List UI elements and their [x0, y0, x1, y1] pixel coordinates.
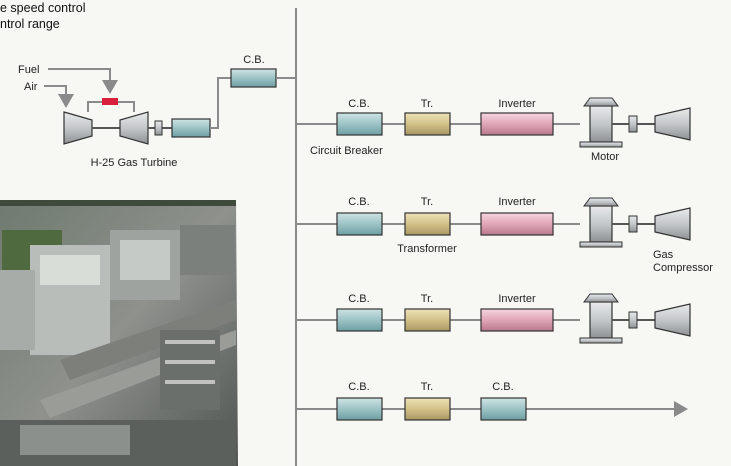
row1-transformer [405, 113, 450, 135]
compressor-caption-line-1: Gas [653, 249, 674, 261]
row2-inverter [481, 213, 553, 235]
motor-caption: Motor [591, 151, 619, 163]
transformer-caption: Transformer [397, 243, 457, 255]
row1-motor [580, 98, 690, 147]
row4-transformer [405, 398, 450, 420]
fuel-valve [102, 98, 118, 105]
row3-circuit-breaker [337, 309, 382, 331]
turbine-section: Fuel Air H-25 Gas Turbine C.B. [18, 54, 296, 169]
turbine-coupling [155, 121, 162, 135]
air-line [44, 86, 66, 106]
row1-tr-label: Tr. [421, 98, 433, 110]
row2-circuit-breaker [337, 213, 382, 235]
turbine-expander-shape [120, 112, 148, 144]
row2-motor [580, 198, 690, 247]
row3-motor [580, 294, 690, 343]
row1-inverter [481, 113, 553, 135]
row4-circuit-breaker-2 [481, 398, 526, 420]
compressor-caption-line-2: Compressor [653, 262, 713, 274]
row2-inverter-label: Inverter [498, 196, 536, 208]
feeder-row-4: C.B. Tr. C.B. [296, 381, 686, 420]
row2-tr-label: Tr. [421, 196, 433, 208]
row4-circuit-breaker [337, 398, 382, 420]
fuel-label: Fuel [18, 64, 39, 76]
row3-cb-label: C.B. [348, 293, 369, 305]
row2-transformer [405, 213, 450, 235]
turbine-compressor-shape [64, 112, 92, 144]
feeder-row-1: C.B. Tr. Inverter Circuit Breaker Motor [296, 98, 690, 163]
generator-circuit-breaker [231, 69, 276, 87]
row3-inverter-label: Inverter [498, 293, 536, 305]
row1-circuit-breaker [337, 113, 382, 135]
generator-box [172, 119, 210, 137]
generator-cb-label: C.B. [243, 54, 264, 66]
feeder-row-3: C.B. Tr. Inverter [296, 293, 690, 343]
row1-cb-label: C.B. [348, 98, 369, 110]
generator-to-cb-line [210, 78, 231, 128]
row3-tr-label: Tr. [421, 293, 433, 305]
row4-cb-label: C.B. [348, 381, 369, 393]
fuel-line [48, 69, 110, 92]
row2-cb-label: C.B. [348, 196, 369, 208]
row4-tr-label: Tr. [421, 381, 433, 393]
row4-cb2-label: C.B. [492, 381, 513, 393]
row1-inverter-label: Inverter [498, 98, 536, 110]
plant-photo [0, 200, 238, 466]
feeder-row-2: C.B. Tr. Inverter Transformer Gas Compre… [296, 196, 713, 274]
row3-inverter [481, 309, 553, 331]
air-label: Air [24, 81, 38, 93]
turbine-label: H-25 Gas Turbine [91, 157, 178, 169]
row3-transformer [405, 309, 450, 331]
circuit-breaker-caption: Circuit Breaker [310, 145, 383, 157]
